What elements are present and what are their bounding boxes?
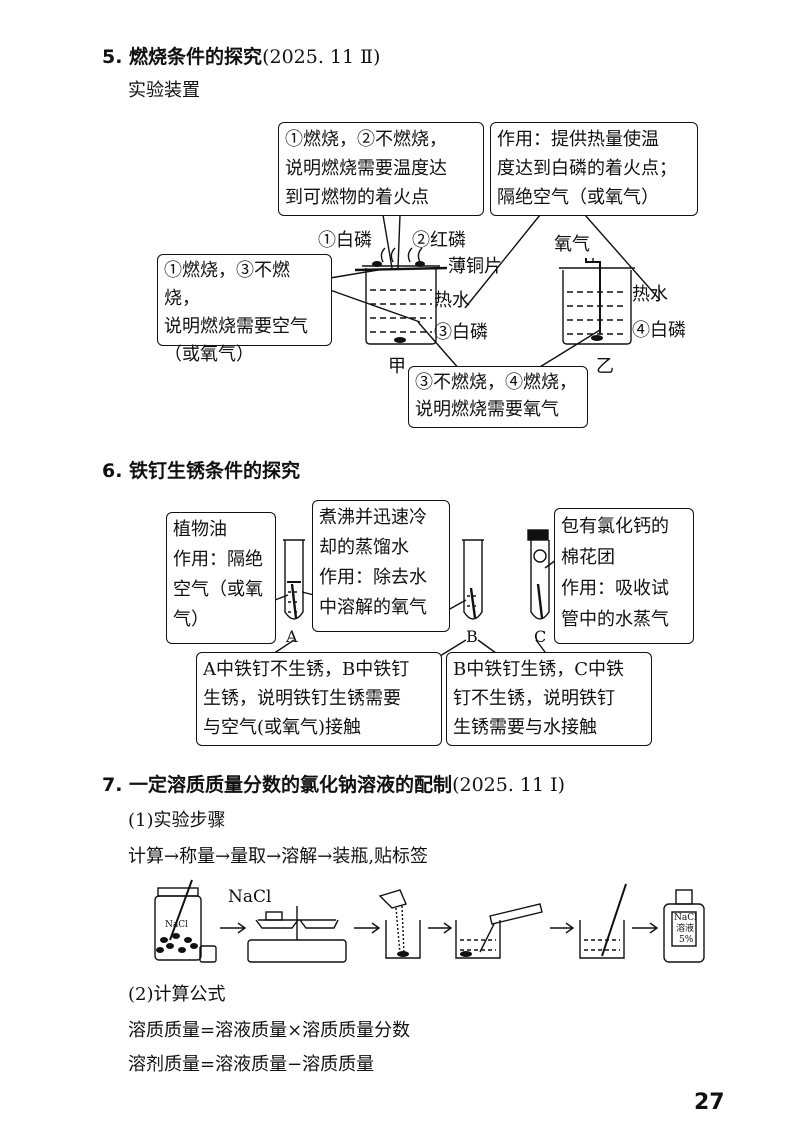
- tube-label-a: A: [286, 627, 298, 646]
- label-hot-water-b: 热水: [632, 284, 668, 305]
- box-line: ①燃烧，③不燃烧，: [164, 260, 290, 309]
- box-line: 煮沸并迅速冷: [319, 507, 427, 528]
- formula-heading: (2)计算公式: [128, 984, 226, 1005]
- box-line: ③不燃烧，④燃烧，: [415, 372, 577, 393]
- section-5-ref: (2025. 11 Ⅱ): [262, 46, 381, 68]
- label-yi: 乙: [596, 356, 614, 377]
- box-line: 却的蒸馏水: [319, 537, 409, 558]
- box-line: 作用：隔绝: [173, 549, 263, 570]
- label-p3: ③白磷: [434, 322, 488, 343]
- formula-solvent: 溶剂质量=溶液质量−溶质质量: [128, 1054, 375, 1075]
- label-p2: ②红磷: [412, 230, 466, 251]
- bottle-label-name: NaCl: [674, 913, 698, 923]
- label-hot-water-a: 热水: [434, 290, 470, 311]
- box-line: 生锈需要与水接触: [453, 717, 597, 738]
- label-oxygen: 氧气: [554, 234, 590, 255]
- box-line: 隔绝空气（或氧气）: [497, 187, 659, 208]
- box-line: 说明燃烧需要空气: [164, 316, 308, 337]
- box-line: 管中的水蒸气: [561, 609, 669, 630]
- label-p4: ④白磷: [632, 320, 686, 341]
- box-line: 植物油: [173, 519, 227, 540]
- box-line: 作用：除去水: [319, 567, 427, 588]
- tube-label-b: B: [466, 627, 478, 646]
- box-line: 与空气(或氧气)接触: [203, 717, 362, 738]
- bottle-label-percent: 5%: [679, 935, 694, 945]
- box-conclusion-bc: B中铁钉生锈，C中铁 钉不生锈，说明铁钉 生锈需要与水接触: [446, 652, 652, 746]
- step-sequence: 计算→称量→量取→溶解→装瓶,贴标签: [128, 846, 429, 867]
- label-jia: 甲: [388, 356, 406, 377]
- box-line: 钉不生锈，说明铁钉: [453, 688, 615, 709]
- box-line: 度达到白磷的着火点；: [497, 158, 677, 179]
- box-temperature-conclusion: ①燃烧，②不燃烧， 说明燃烧需要温度达 到可燃物的着火点: [278, 122, 484, 216]
- box-line: 棉花团: [561, 547, 615, 568]
- step-heading: (1)实验步骤: [128, 810, 226, 831]
- section-5-title: 5. 燃烧条件的探究(2025. 11 Ⅱ): [102, 46, 381, 68]
- box-cacl2: 包有氯化钙的 棉花团 作用：吸收试 管中的水蒸气: [554, 508, 694, 644]
- box-line: 说明燃烧需要氧气: [415, 399, 559, 420]
- box-line: （或氧气）: [164, 344, 254, 365]
- box-line: 空气（或氧: [173, 579, 263, 600]
- box-hot-water-function: 作用：提供热量使温 度达到白磷的着火点； 隔绝空气（或氧气）: [490, 122, 698, 216]
- section-5-subtitle: 实验装置: [128, 80, 200, 101]
- box-line: 包有氯化钙的: [561, 516, 669, 537]
- box-oxygen-conclusion: ③不燃烧，④燃烧， 说明燃烧需要氧气: [408, 366, 588, 428]
- box-conclusion-ab: A中铁钉不生锈，B中铁钉 生锈，说明铁钉生锈需要 与空气(或氧气)接触: [196, 652, 442, 746]
- formula-solute: 溶质质量=溶液质量×溶质质量分数: [128, 1020, 411, 1041]
- section-7-ref: (2025. 11 Ⅰ): [452, 774, 566, 796]
- box-line: 说明燃烧需要温度达: [285, 158, 447, 179]
- box-line: ①燃烧，②不燃烧，: [285, 129, 447, 150]
- jar-label: NaCl: [165, 920, 189, 930]
- box-air-conclusion: ①燃烧，③不燃烧， 说明燃烧需要空气 （或氧气）: [157, 254, 332, 365]
- box-line: 生锈，说明铁钉生锈需要: [203, 688, 401, 709]
- box-line: 作用：吸收试: [561, 578, 669, 599]
- tube-label-c: C: [534, 627, 547, 646]
- label-copper: 薄铜片: [448, 256, 502, 277]
- section-6-title: 6. 铁钉生锈条件的探究: [102, 460, 301, 482]
- bottle-label-solution: 溶液: [676, 924, 695, 934]
- section-7-title: 7. 一定溶质质量分数的氯化钠溶液的配制(2025. 11 Ⅰ): [102, 774, 566, 796]
- page-number: 27: [694, 1090, 725, 1115]
- box-line: 中溶解的氧气: [319, 597, 427, 618]
- box-line: 到可燃物的着火点: [285, 187, 429, 208]
- box-line: 气）: [173, 609, 209, 630]
- nacl-label: NaCl: [228, 887, 272, 907]
- box-oil: 植物油 作用：隔绝 空气（或氧 气）: [166, 512, 276, 644]
- label-p1: ①白磷: [318, 230, 372, 251]
- box-line: B中铁钉生锈，C中铁: [453, 659, 624, 680]
- box-line: A中铁钉不生锈，B中铁钉: [203, 659, 410, 680]
- box-boiled-water: 煮沸并迅速冷 却的蒸馏水 作用：除去水 中溶解的氧气: [312, 500, 450, 632]
- box-line: 作用：提供热量使温: [497, 129, 659, 150]
